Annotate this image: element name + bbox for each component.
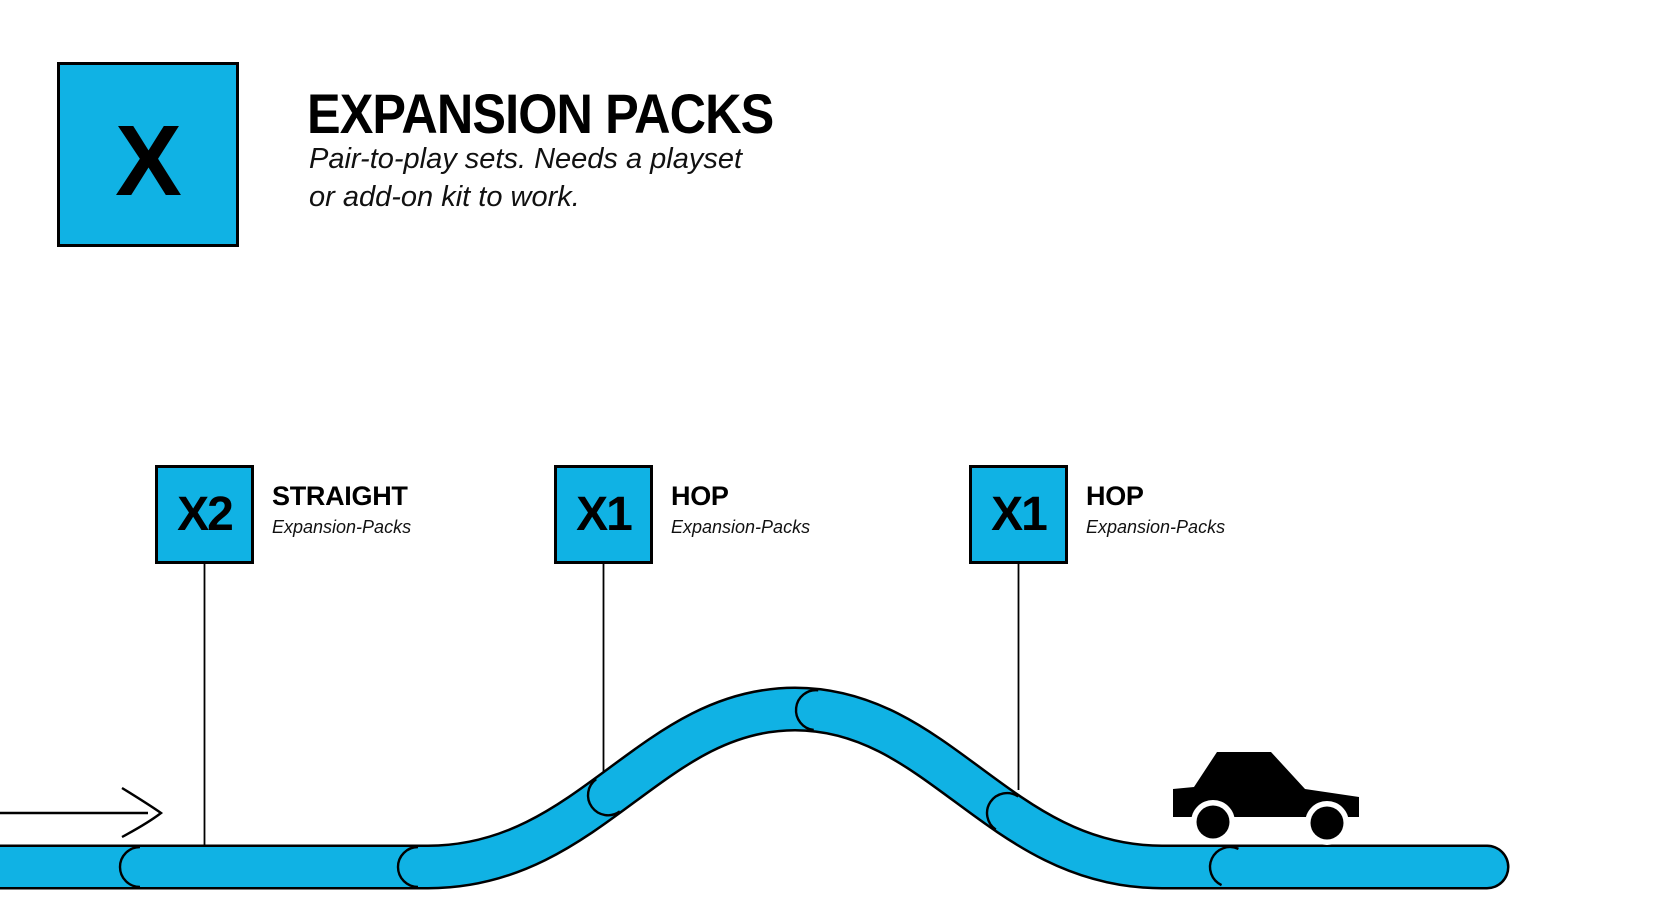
page-title: EXPANSION PACKS <box>307 82 774 145</box>
item-text: HOP Expansion-Packs <box>671 465 810 564</box>
count-label: X1 <box>991 487 1048 541</box>
expansion-symbol-box: X <box>57 62 239 247</box>
item-text: STRAIGHT Expansion-Packs <box>272 465 411 564</box>
track-item-hop-2: X1 HOP Expansion-Packs <box>969 465 1225 564</box>
track-segment-divider <box>794 688 819 732</box>
subtitle-line-1: Pair-to-play sets. Needs a playset <box>309 143 743 175</box>
count-badge: X2 <box>155 465 254 564</box>
item-text: HOP Expansion-Packs <box>1086 465 1225 564</box>
item-name: HOP <box>1086 481 1144 511</box>
count-label: X1 <box>576 487 633 541</box>
track-item-straight: X2 STRAIGHT Expansion-Packs <box>155 465 411 564</box>
count-badge: X1 <box>969 465 1068 564</box>
subtitle-line-2: or add-on kit to work. <box>309 181 580 213</box>
item-category: Expansion-Packs <box>272 517 412 537</box>
item-name: STRAIGHT <box>272 481 408 511</box>
track-segment-divider <box>396 845 419 889</box>
right-arrow-icon <box>0 786 164 839</box>
count-badge: X1 <box>554 465 653 564</box>
expansion-symbol: X <box>115 104 182 217</box>
track-segment-divider <box>118 845 141 889</box>
track-item-hop-1: X1 HOP Expansion-Packs <box>554 465 810 564</box>
track-segment-divider <box>985 791 1019 831</box>
track-segment-divider <box>1209 845 1239 887</box>
track-segment-divider <box>586 778 621 817</box>
car-icon <box>1173 752 1359 845</box>
track-segment-dividers <box>118 688 1239 889</box>
item-category: Expansion-Packs <box>671 517 811 537</box>
item-category: Expansion-Packs <box>1086 517 1226 537</box>
page-subtitle: Pair-to-play sets. Needs a playset or add… <box>309 140 742 216</box>
count-label: X2 <box>177 487 234 541</box>
item-name: HOP <box>671 481 729 511</box>
